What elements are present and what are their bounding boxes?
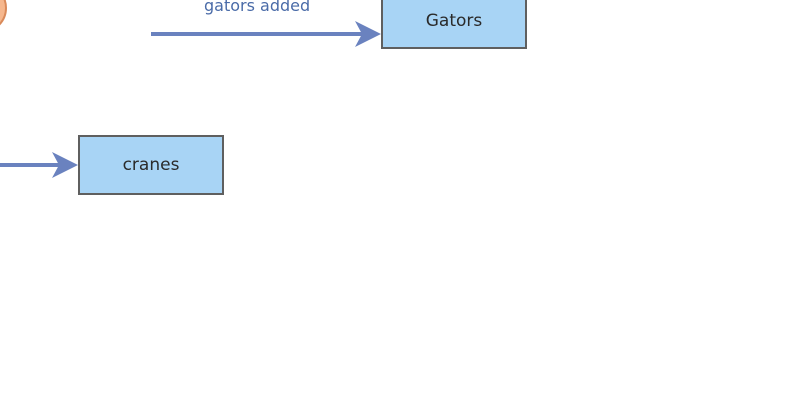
- node-gators-label: Gators: [425, 10, 483, 31]
- node-gators[interactable]: Gators: [381, 0, 527, 49]
- partial-circle-node: [0, 0, 7, 26]
- arrow-gators-added: [151, 21, 381, 47]
- node-cranes-label: cranes: [122, 155, 180, 175]
- edge-label-gators-added: gators added: [204, 0, 311, 15]
- node-cranes[interactable]: cranes: [78, 135, 224, 195]
- arrow-to-cranes: [0, 152, 78, 178]
